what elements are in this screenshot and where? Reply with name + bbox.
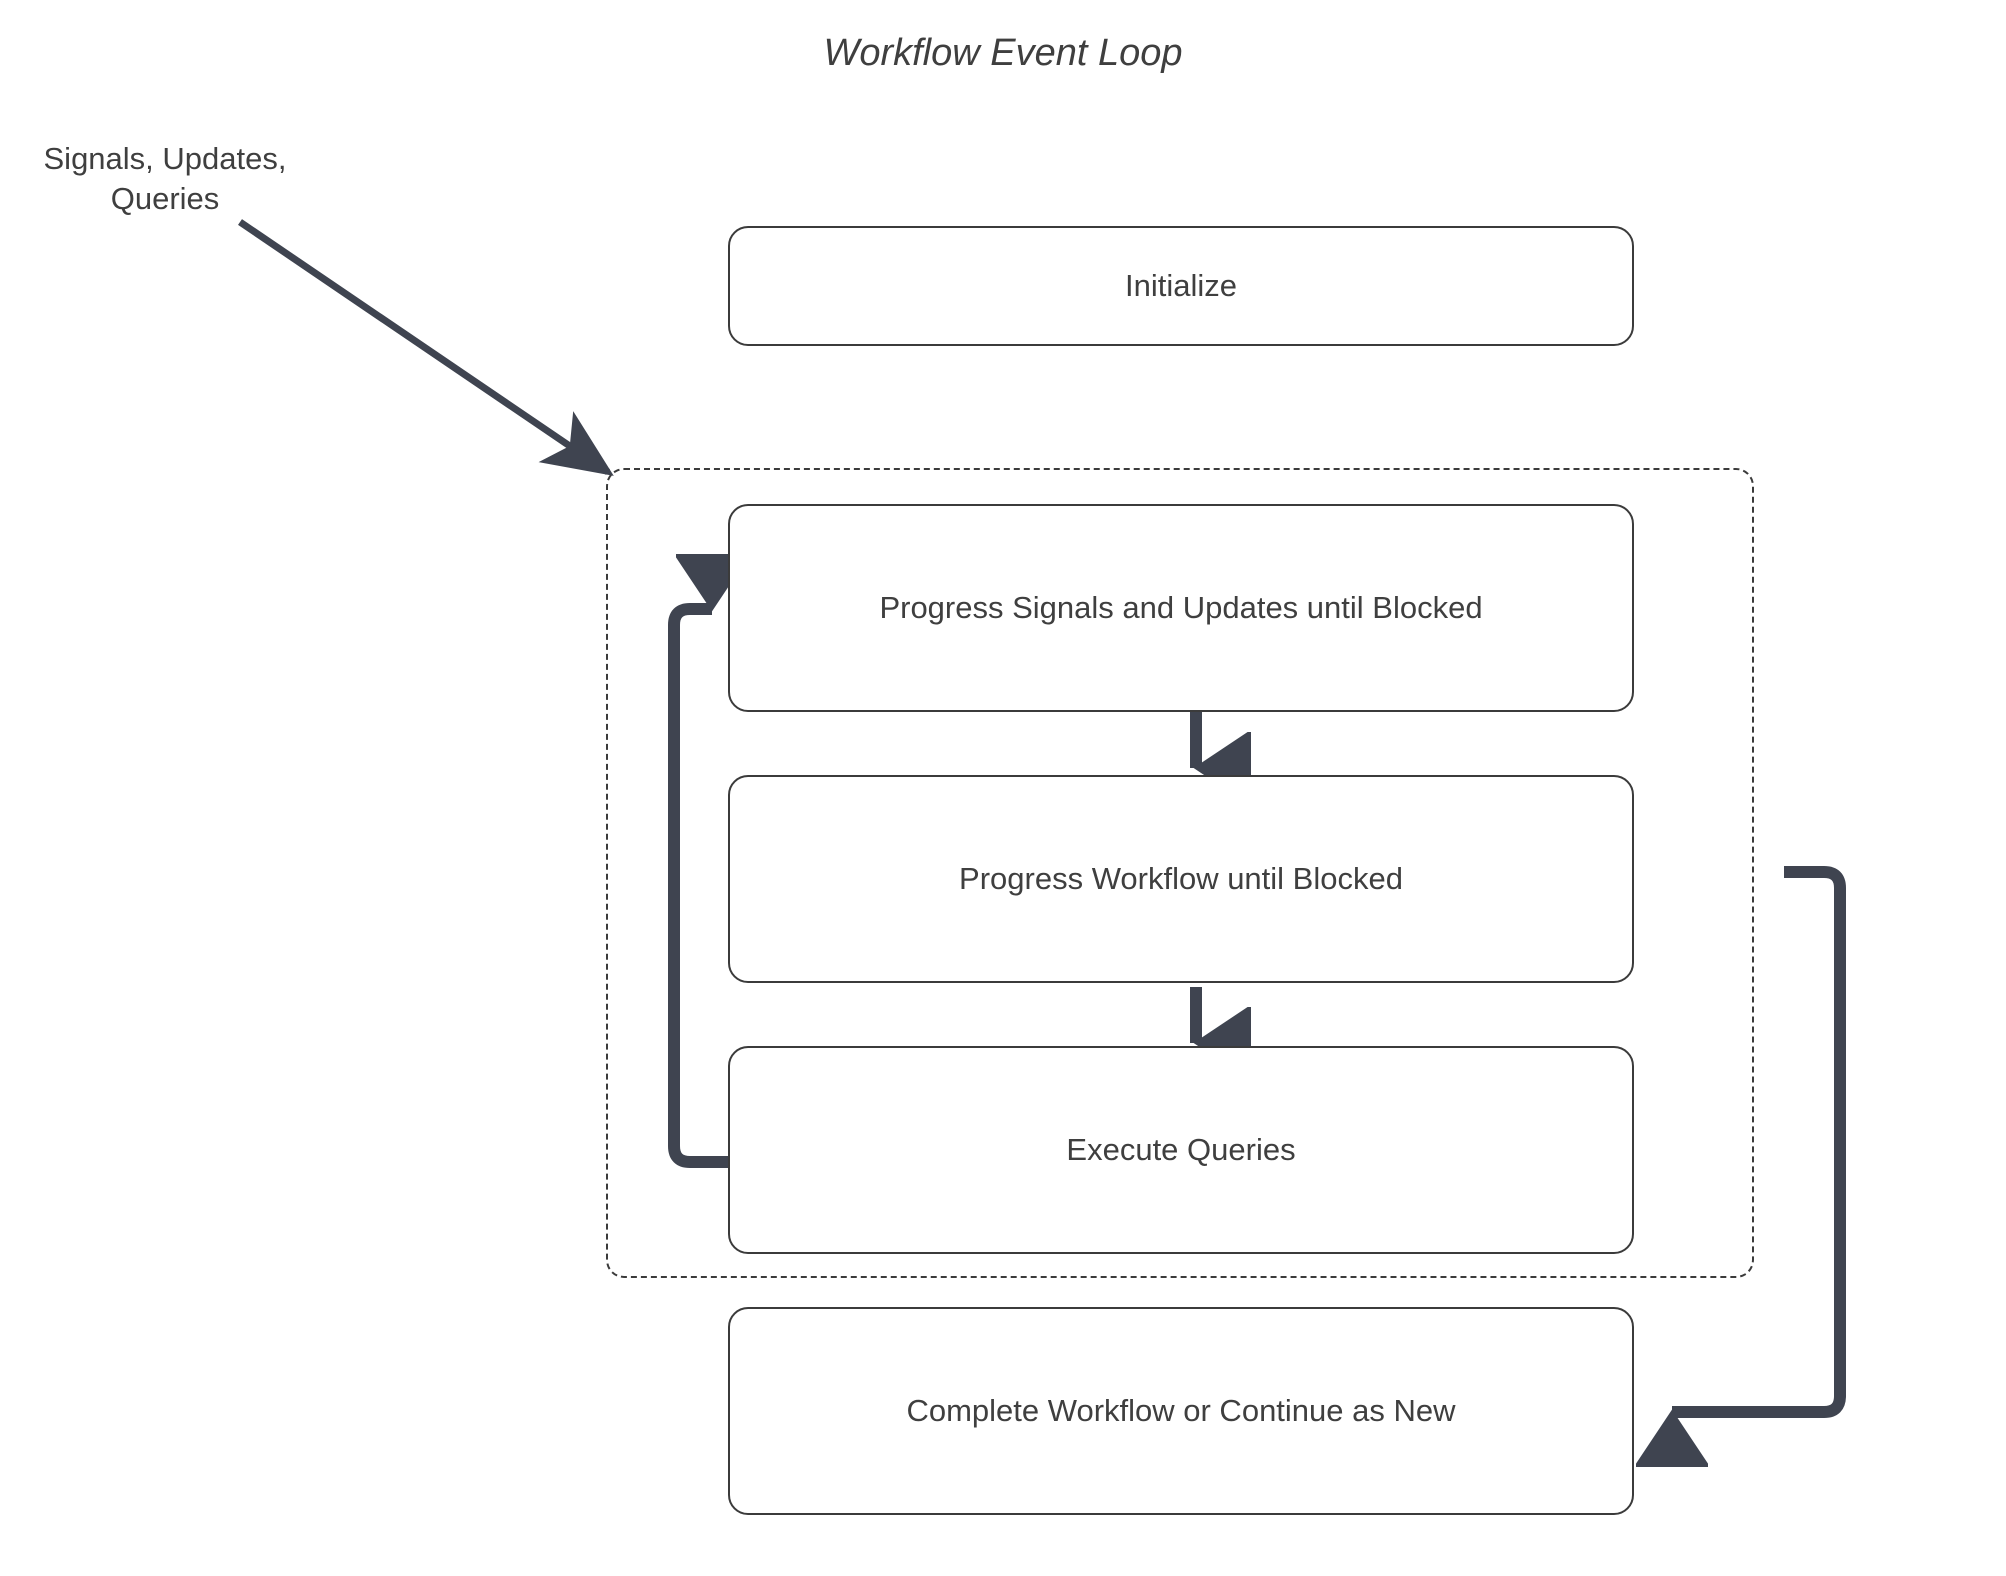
node-progress-signals[interactable]: Progress Signals and Updates until Block… xyxy=(728,504,1634,712)
external-input-label-line2: Queries xyxy=(110,180,220,216)
node-execute-queries[interactable]: Execute Queries xyxy=(728,1046,1634,1254)
external-input-label-line1: Signals, Updates, xyxy=(43,141,287,176)
node-initialize-label: Initialize xyxy=(1125,267,1237,303)
node-execute-queries-label: Execute Queries xyxy=(1066,1131,1296,1167)
edge-external-input-to-group xyxy=(238,219,614,476)
edge-group-to-complete-workflow xyxy=(1672,866,1846,1412)
external-input-label: Signals, Updates, Queries xyxy=(20,139,310,218)
node-progress-workflow[interactable]: Progress Workflow until Blocked xyxy=(728,775,1634,983)
node-progress-signals-label: Progress Signals and Updates until Block… xyxy=(879,589,1483,625)
node-complete-workflow-label: Complete Workflow or Continue as New xyxy=(906,1392,1456,1428)
diagram-title: Workflow Event Loop xyxy=(823,32,1183,74)
edge-execute-queries-loop-back xyxy=(668,609,728,1168)
event-loop-group xyxy=(606,468,1754,1278)
node-initialize[interactable]: Initialize xyxy=(728,226,1634,346)
node-progress-workflow-label: Progress Workflow until Blocked xyxy=(959,860,1403,896)
node-complete-workflow[interactable]: Complete Workflow or Continue as New xyxy=(728,1307,1634,1515)
